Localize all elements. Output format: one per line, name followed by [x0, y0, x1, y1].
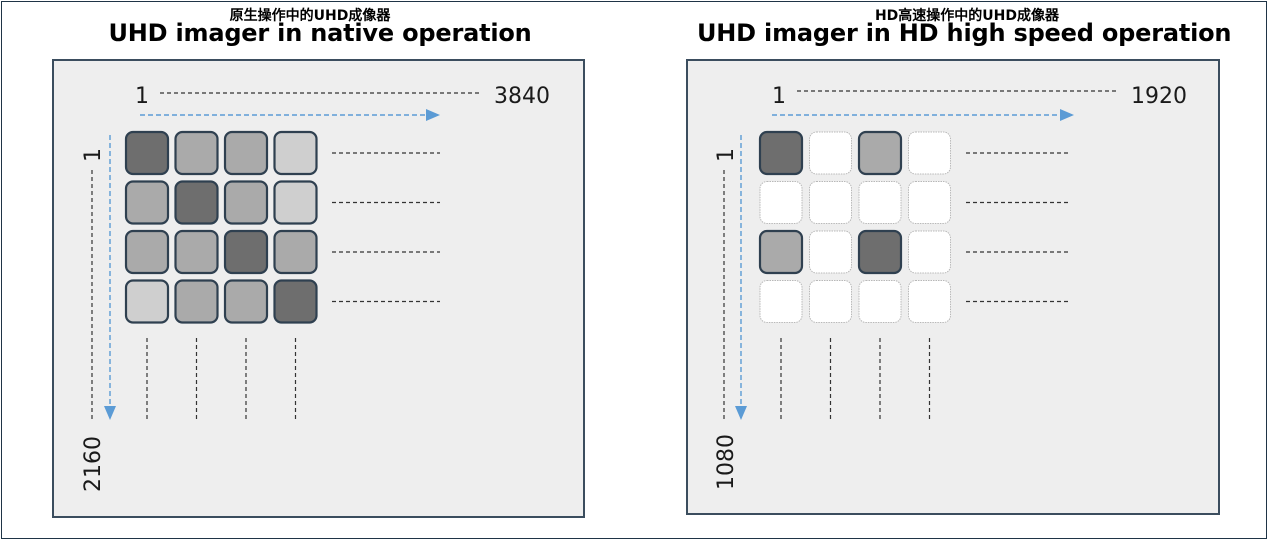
- pixel-cell-mid: [857, 130, 903, 176]
- pixel-cell-mid: [223, 130, 269, 176]
- pixel-cell-dark: [174, 180, 219, 225]
- pixel-cell-white: [908, 280, 951, 323]
- pixel-cell-white: [908, 230, 951, 274]
- pixel-cell-white: [759, 181, 803, 224]
- pixel-cell-white: [809, 131, 852, 175]
- right-guide-lines: [780, 152, 1070, 420]
- pixel-cell-mid: [273, 229, 318, 275]
- right-y-start-label: 1: [714, 148, 739, 162]
- pixel-cell-dark: [223, 229, 269, 275]
- pixel-cell-mid: [758, 229, 804, 275]
- left-pixel-grid: [124, 130, 318, 324]
- right-x-start-label: 1: [772, 84, 786, 109]
- left-x-end-label: 3840: [494, 84, 550, 109]
- pixel-cell-dark: [124, 130, 170, 176]
- pixel-cell-white: [908, 131, 951, 175]
- pixel-cell-dark: [273, 279, 318, 324]
- pixel-cell-white: [759, 280, 803, 323]
- pixel-cell-mid: [223, 180, 269, 225]
- right-title-en: UHD imager in HD high speed operation: [697, 19, 1232, 47]
- pixel-cell-white: [809, 230, 852, 274]
- right-y-end-label: 1080: [714, 434, 739, 490]
- left-x-start-label: 1: [135, 84, 149, 109]
- pixel-cell-white: [809, 280, 852, 323]
- right-title-zh: HD高速操作中的UHD成像器: [874, 8, 1060, 24]
- right-x-end-label: 1920: [1131, 84, 1187, 109]
- pixel-cell-mid: [174, 229, 219, 275]
- pixel-cell-mid: [174, 279, 219, 324]
- pixel-cell-light: [273, 180, 318, 225]
- right-pixel-grid: [758, 130, 951, 323]
- pixel-cell-mid: [223, 279, 269, 324]
- left-y-end-label: 2160: [81, 436, 106, 492]
- left-y-start-label: 1: [81, 148, 106, 162]
- pixel-cell-light: [273, 130, 318, 176]
- pixel-cell-white: [809, 181, 852, 224]
- right-axes: 1 1920 1 1080: [714, 84, 1187, 490]
- pixel-cell-mid: [124, 229, 170, 275]
- pixel-cell-white: [858, 280, 902, 323]
- left-title-zh: 原生操作中的UHD成像器: [229, 8, 391, 24]
- pixel-cell-mid: [124, 180, 170, 225]
- left-title-en: UHD imager in native operation: [108, 19, 532, 47]
- pixel-cell-white: [858, 181, 902, 224]
- pixel-cell-dark: [758, 130, 804, 176]
- pixel-cell-white: [908, 181, 951, 224]
- left-guide-lines: [146, 152, 440, 420]
- pixel-cell-mid: [174, 130, 219, 176]
- pixel-cell-dark: [857, 229, 903, 275]
- pixel-cell-light: [124, 279, 170, 324]
- left-axes: 1 3840 1 2160: [81, 84, 550, 492]
